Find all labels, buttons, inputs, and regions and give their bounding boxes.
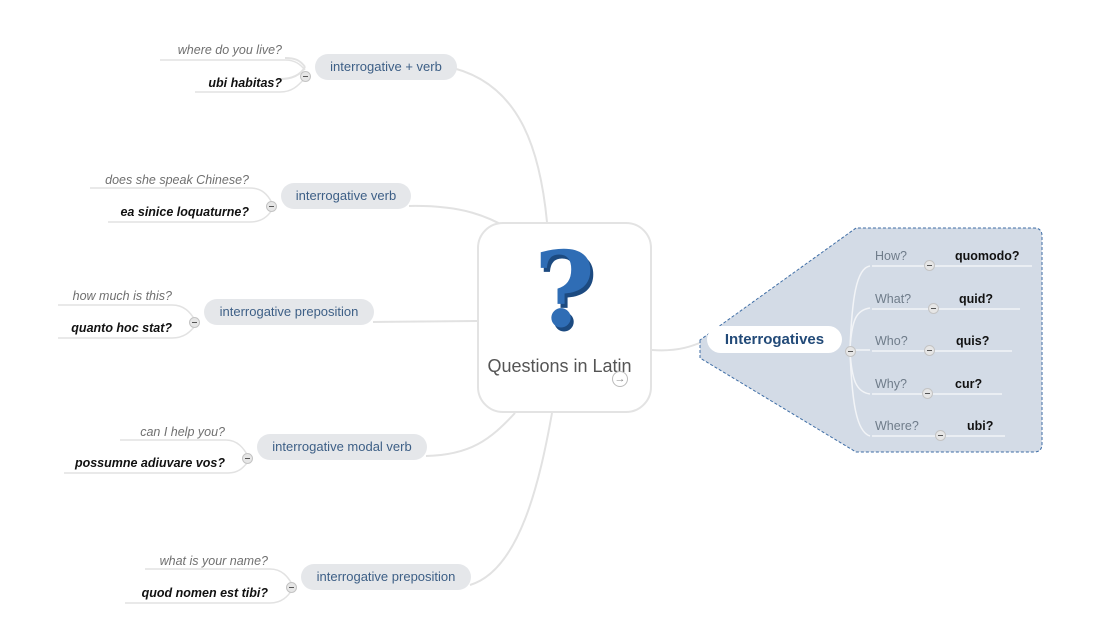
branch-topic[interactable]: interrogative preposition: [204, 299, 374, 325]
interrogative-latin: cur?: [955, 377, 983, 391]
collapse-toggle-icon[interactable]: [924, 345, 935, 356]
central-topic[interactable]: ? Questions in Latin →: [477, 222, 652, 413]
english-question: where do you live?: [177, 43, 282, 57]
interrogative-latin: ubi?: [967, 419, 994, 433]
collapse-toggle-icon[interactable]: [935, 430, 946, 441]
latin-translation: possumne adiuvare vos?: [74, 456, 225, 470]
interrogative-english: What?: [875, 292, 912, 306]
collapse-toggle-icon[interactable]: [922, 388, 933, 399]
english-question: how much is this?: [72, 289, 172, 303]
branch-topic[interactable]: interrogative modal verb: [257, 434, 427, 460]
english-question: can I help you?: [140, 425, 225, 439]
latin-translation: quanto hoc stat?: [71, 321, 172, 335]
drill-down-arrow-icon[interactable]: →: [612, 371, 628, 387]
collapse-toggle-icon[interactable]: [928, 303, 939, 314]
central-topic-title: Questions in Latin: [487, 356, 632, 376]
branch-topic[interactable]: interrogative preposition: [301, 564, 471, 590]
collapse-toggle-icon[interactable]: [266, 201, 277, 212]
interrogative-english: Where?: [875, 419, 919, 433]
interrogative-latin: quis?: [956, 334, 990, 348]
question-mark-icon: ?: [534, 228, 595, 351]
latin-translation: ea sinice loquaturne?: [120, 205, 249, 219]
collapse-toggle-icon[interactable]: [242, 453, 253, 464]
latin-translation: ubi habitas?: [208, 76, 282, 90]
collapse-toggle-icon[interactable]: [924, 260, 935, 271]
english-question: does she speak Chinese?: [105, 173, 249, 187]
latin-translation: quod nomen est tibi?: [141, 586, 268, 600]
interrogatives-topic[interactable]: Interrogatives: [707, 326, 842, 353]
interrogative-english: Why?: [875, 377, 907, 391]
interrogative-latin: quomodo?: [955, 249, 1020, 263]
interrogative-english: Who?: [875, 334, 908, 348]
english-question: what is your name?: [159, 554, 268, 568]
collapse-toggle-icon[interactable]: [300, 71, 311, 82]
collapse-toggle-icon[interactable]: [286, 582, 297, 593]
branch-topic[interactable]: interrogative verb: [281, 183, 411, 209]
collapse-toggle-icon[interactable]: [189, 317, 200, 328]
interrogative-latin: quid?: [959, 292, 994, 306]
interrogative-english: How?: [875, 249, 907, 263]
branch-topic[interactable]: interrogative + verb: [315, 54, 457, 80]
collapse-toggle-icon[interactable]: [845, 346, 856, 357]
